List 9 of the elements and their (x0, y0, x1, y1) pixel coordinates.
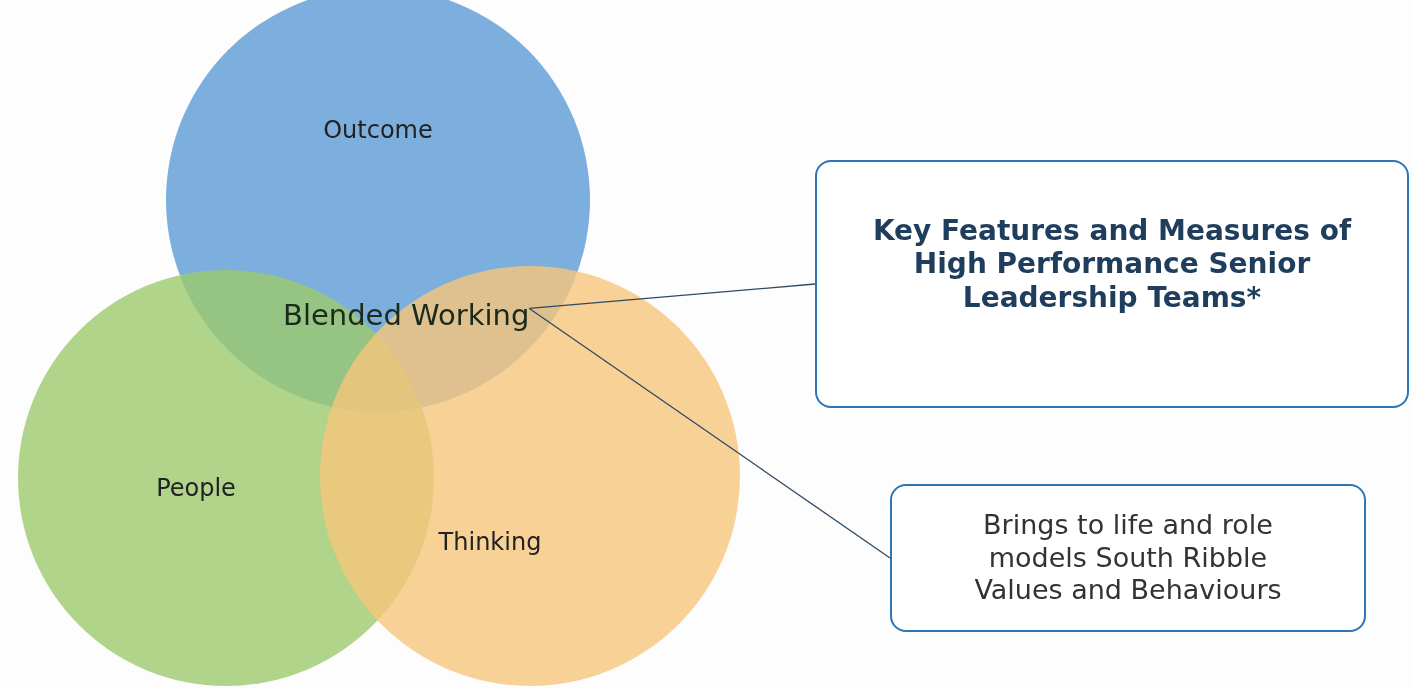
box-text: Key Features and Measures of High Performance Senior Leadership Teams* (871, 213, 1353, 315)
text-box (815, 160, 1409, 408)
text-box (890, 484, 1366, 632)
circle-label: Thinking (438, 527, 542, 557)
circle-label: People (156, 473, 236, 503)
circle-label: Outcome (323, 115, 433, 145)
leader-line (528, 283, 816, 310)
leader-line (528, 307, 891, 559)
box-text: Brings to life and role models South Ribble Values and Behaviours (973, 509, 1283, 607)
